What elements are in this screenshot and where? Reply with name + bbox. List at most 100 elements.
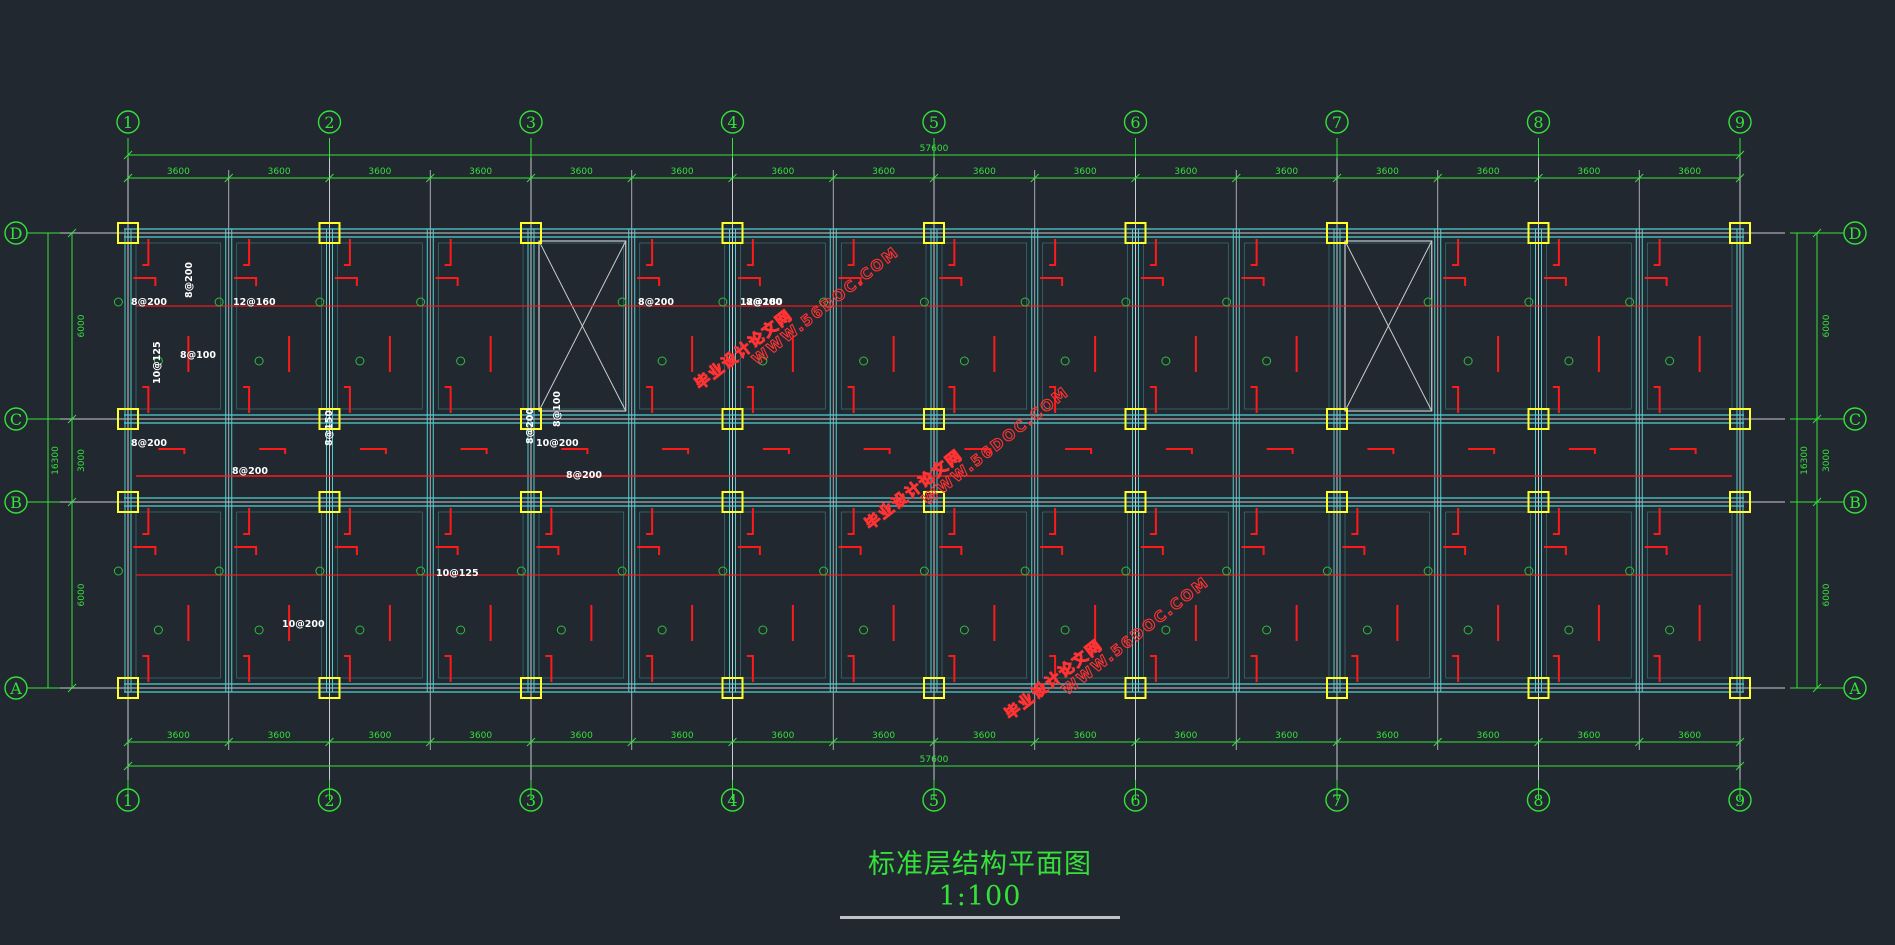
rebar-hook <box>1250 508 1258 535</box>
rebar-mark <box>718 297 728 307</box>
column-1B <box>117 491 139 513</box>
dim-total: 16300 <box>1800 446 1810 475</box>
dim-tick <box>828 173 838 183</box>
dim-span: 3600 <box>771 731 794 741</box>
column-8D <box>1527 222 1550 244</box>
rebar-hook <box>1049 508 1057 535</box>
rebar-hook <box>460 448 488 454</box>
rebar-mark <box>1564 625 1574 635</box>
dim-span: 3600 <box>671 731 694 741</box>
rebar-label: 8@100 <box>180 350 216 361</box>
dim-span: 3600 <box>1376 167 1399 177</box>
stair-cross <box>538 240 627 412</box>
slab-panel <box>1143 242 1229 410</box>
rebar-mark <box>859 625 869 635</box>
rebar-hook <box>1552 239 1560 266</box>
rebar-hook <box>847 655 855 682</box>
rebar-hook <box>948 386 956 413</box>
rebar-hook <box>847 508 855 535</box>
axis-label-6: 6 <box>1130 113 1140 132</box>
axis-bubble-9 <box>1728 788 1752 812</box>
axis-label-2: 2 <box>324 791 334 810</box>
dim-span: 3600 <box>771 167 794 177</box>
dim-span: 3600 <box>1074 731 1097 741</box>
dim-span: 3600 <box>469 167 492 177</box>
dim-total: 57600 <box>920 755 949 765</box>
dim-tick <box>67 414 77 424</box>
rebar-hook <box>646 386 654 413</box>
rebar-mark <box>1161 625 1171 635</box>
axis-label-C: C <box>10 410 22 429</box>
dim-tick <box>1231 737 1241 747</box>
rebar-hook <box>1266 448 1294 454</box>
dim-span: 6000 <box>77 583 87 606</box>
dim-tick <box>828 737 838 747</box>
rebar-hook <box>1165 448 1193 454</box>
rebar-mark <box>153 356 163 366</box>
dim-span: 3600 <box>368 731 391 741</box>
rebar-label: 12@180 <box>740 297 783 308</box>
dim-tick <box>123 761 133 771</box>
rebar-hook <box>1653 655 1661 682</box>
rebar-hook <box>1250 386 1258 413</box>
axis-bubble-3 <box>519 788 543 812</box>
slab-panel <box>135 242 222 410</box>
rebar-mark <box>919 566 929 576</box>
rebar-mark <box>959 625 969 635</box>
rebar-mark <box>819 566 829 576</box>
dim-span: 3600 <box>872 731 895 741</box>
rebar-label: 8@200 <box>525 408 536 444</box>
axis-label-5: 5 <box>929 791 939 810</box>
column-2B <box>318 491 341 513</box>
rebar-hook <box>1149 386 1157 413</box>
dim-tick <box>1433 737 1443 747</box>
dim-tick <box>929 737 939 747</box>
rebar-hook <box>243 655 251 682</box>
rebar-mark <box>113 297 123 307</box>
dim-tick <box>1030 173 1040 183</box>
axis-bubble-2 <box>317 788 342 812</box>
slab-panel <box>1546 242 1632 410</box>
rebar-hook <box>142 239 150 266</box>
column-9B <box>1729 491 1751 513</box>
axis-bubble-6 <box>1123 110 1148 134</box>
dim-tick <box>123 173 133 183</box>
rebar-hook <box>863 448 891 454</box>
dim-tick <box>425 173 435 183</box>
dim-tick <box>526 737 536 747</box>
rebar-label: 8@100 <box>552 391 563 427</box>
dim-tick <box>728 737 737 747</box>
dim-span: 3600 <box>1678 167 1701 177</box>
rebar-hook <box>334 546 358 555</box>
rebar-mark <box>214 566 224 576</box>
drawing-title-block: 标准层结构平面图 1:100 <box>840 842 1120 919</box>
rebar-hook <box>1241 277 1265 286</box>
rebar-mark <box>1121 297 1131 307</box>
column-6B <box>1124 491 1147 513</box>
rebar-hook <box>847 386 855 413</box>
rebar-label: 8@200 <box>232 466 268 477</box>
dim-span: 3600 <box>1577 731 1600 741</box>
rebar-hook <box>536 546 560 555</box>
dim-span: 3600 <box>1477 731 1500 741</box>
rebar-mark <box>1524 566 1534 576</box>
column-4C <box>721 408 744 430</box>
axis-label-3: 3 <box>526 113 536 132</box>
column-7D <box>1326 222 1348 244</box>
dim-tick <box>929 173 939 183</box>
columns-layer <box>117 222 1751 699</box>
rebar-hook <box>142 508 150 535</box>
rebar-hook <box>243 386 251 413</box>
rebar-hook <box>1040 277 1064 286</box>
axis-label-1: 1 <box>123 791 133 810</box>
rebar-hook <box>1543 546 1567 555</box>
dim-span: 3600 <box>872 167 895 177</box>
rebar-mark <box>1665 356 1675 366</box>
rebar-hook <box>1653 508 1661 535</box>
rebar-hook <box>1149 655 1157 682</box>
dim-span: 3600 <box>469 731 492 741</box>
axis-label-7: 7 <box>1332 791 1342 810</box>
rebar-hook <box>142 655 150 682</box>
